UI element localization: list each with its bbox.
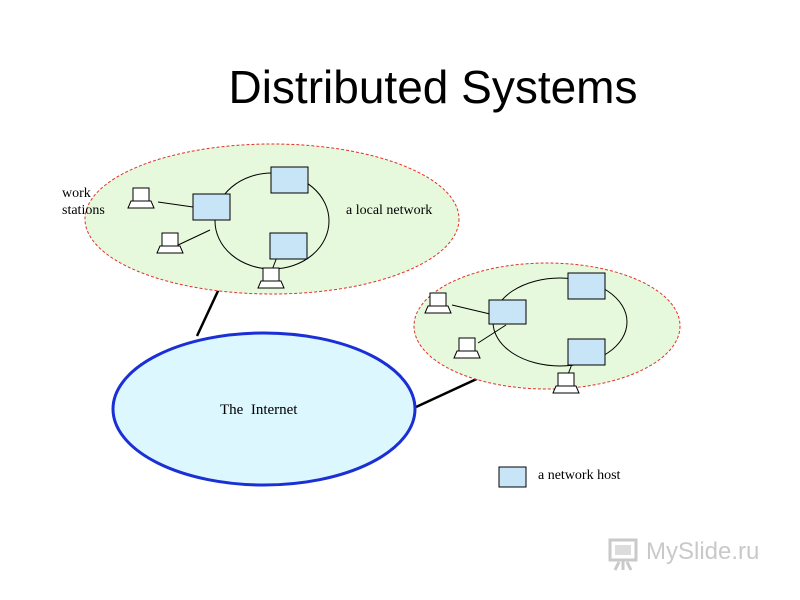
workstation-icon (127, 187, 155, 209)
internet-cloud (111, 331, 417, 487)
local-network-1 (84, 143, 460, 295)
network-host (192, 193, 231, 221)
workstations-label-line2: stations (62, 203, 105, 218)
presentation-board-icon (608, 538, 638, 571)
workstations-label-line1: work (62, 186, 91, 201)
network-host (269, 232, 308, 260)
lan1-boundary (84, 143, 460, 295)
workstation-icon (552, 372, 580, 394)
legend-host-swatch (498, 466, 527, 488)
watermark-text: MySlide.ru (646, 538, 760, 565)
local-network-2 (413, 262, 681, 394)
workstation-icon (257, 267, 285, 289)
internet-label: The Internet (220, 402, 298, 418)
network-host (488, 299, 527, 325)
network-host (270, 166, 309, 194)
workstation-icon (156, 232, 184, 254)
network-host (567, 338, 606, 366)
workstation-icon (453, 337, 481, 359)
slide-title: Distributed Systems (228, 61, 638, 113)
legend-host-label: a network host (538, 468, 621, 483)
workstation-icon (424, 292, 452, 314)
watermark: MySlide.ru (606, 536, 776, 572)
legend: a network host (498, 466, 621, 488)
network-host (567, 272, 606, 300)
lan2-boundary (413, 262, 681, 390)
local-network-label: a local network (346, 203, 432, 218)
